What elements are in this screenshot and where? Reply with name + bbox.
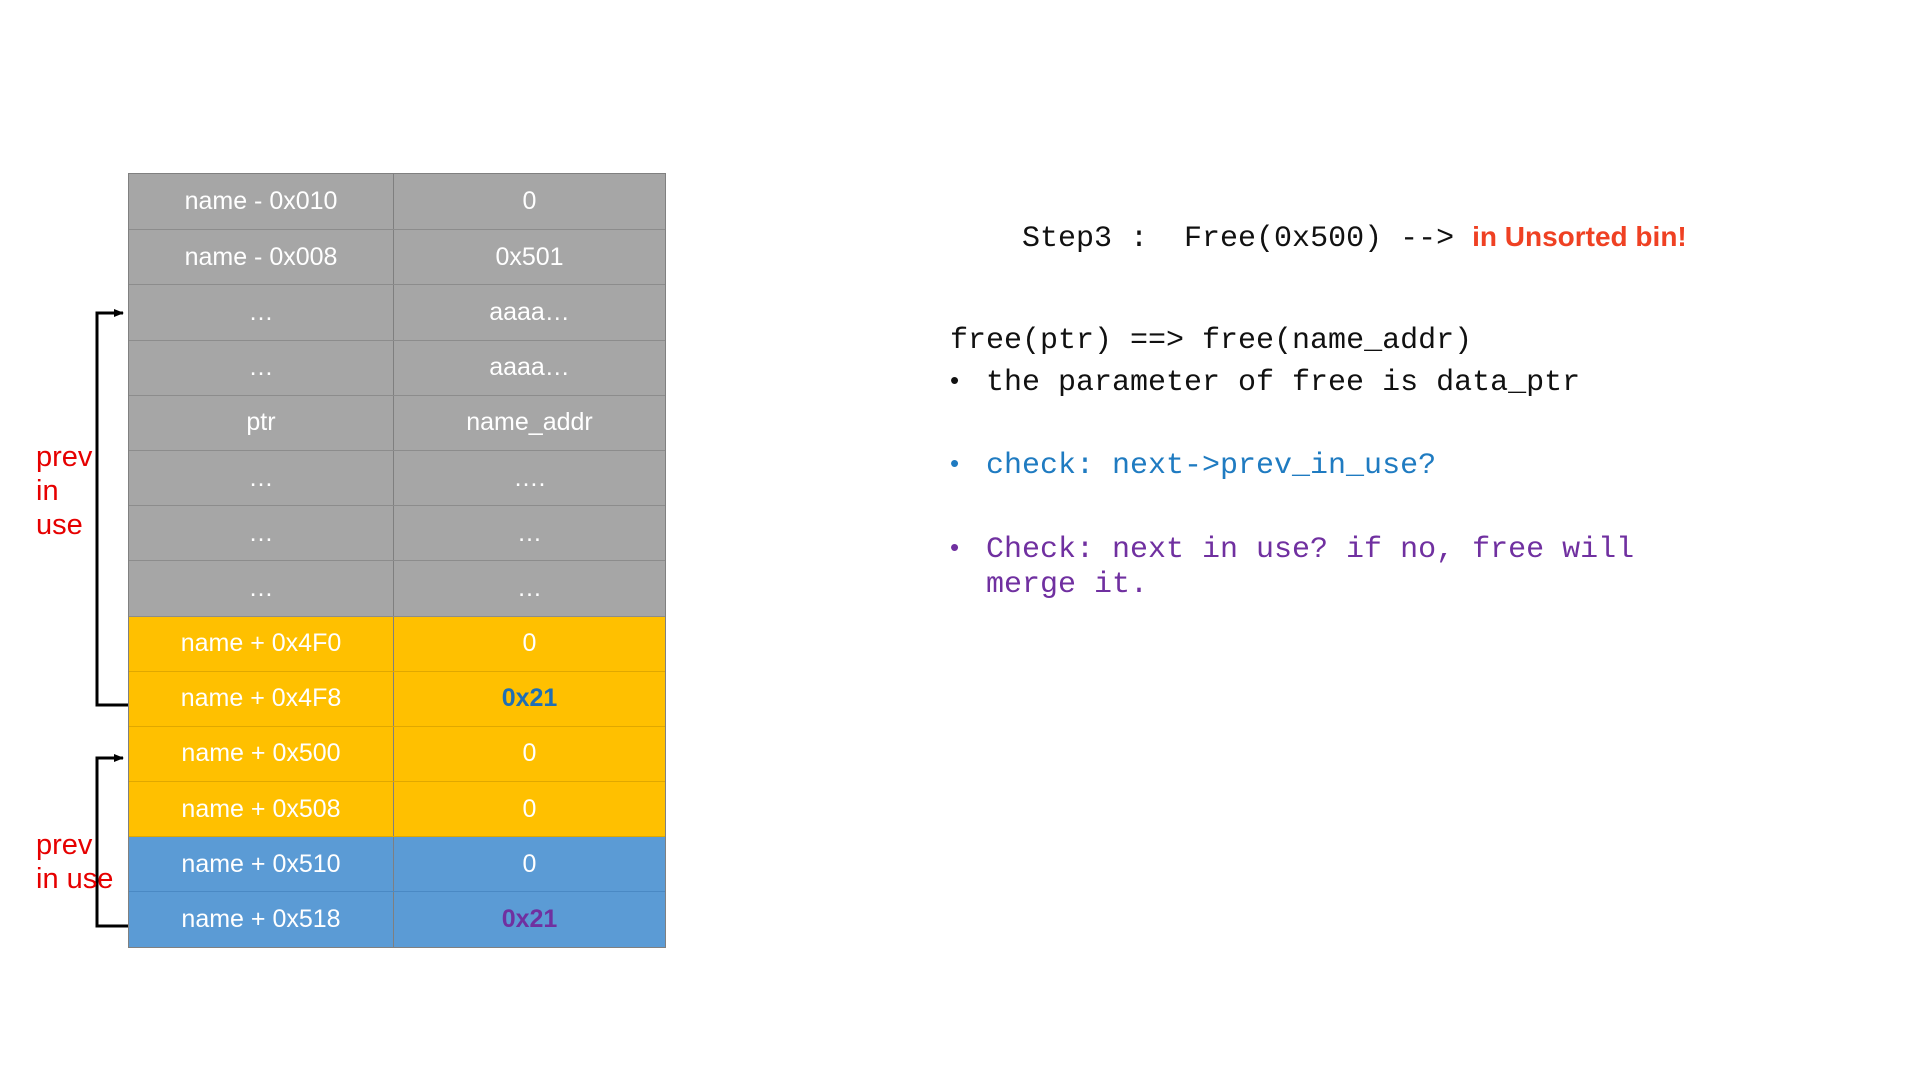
step-heading-text: Step3 : Free(0x500) --> [1022, 222, 1473, 256]
bullet-parameter: • the parameter of free is data_ptr [950, 366, 1850, 401]
cell-value: 0x21 [501, 905, 558, 934]
cell-address: name + 0x518 [129, 892, 394, 947]
table-row: name + 0x508 0 [129, 781, 665, 837]
cell-address: name - 0x010 [129, 174, 394, 230]
table-row: name + 0x500 0 [129, 725, 665, 782]
step-heading: Step3 : Free(0x500) --> in Unsorted bin! [950, 193, 1850, 284]
cell-address: … [129, 506, 394, 561]
table-row: name - 0x010 0 [129, 174, 665, 230]
memory-layout-table: name - 0x010 0 name - 0x008 0x501 … aaaa… … aaa… [128, 173, 666, 948]
table-row: name + 0x4F8 0x21 [129, 670, 665, 726]
table-row: … …. [129, 449, 665, 506]
table-row: name - 0x008 0x501 [129, 229, 665, 285]
prev-in-use-label-2: prev in use [36, 829, 114, 896]
cell-address: name - 0x008 [129, 230, 394, 285]
table-row: … aaaa… [129, 284, 665, 340]
bullet-check-next-text: Check: next in use? if no, free will mer… [986, 532, 1635, 603]
cell-value: … [517, 573, 542, 602]
unsorted-bin-accent: in Unsorted bin! [1472, 221, 1687, 252]
cell-address: name + 0x4F8 [129, 671, 394, 726]
table-row: name + 0x518 0x21 [129, 891, 665, 947]
bullet-check-next-in-use: • Check: next in use? if no, free will m… [950, 533, 1850, 604]
prev-in-use-arrow-1 [95, 309, 128, 707]
cell-value: aaaa… [489, 297, 570, 326]
cell-address: name + 0x510 [129, 837, 394, 892]
bullet-parameter-text: the parameter of free is data_ptr [986, 366, 1581, 400]
bullet-dot-icon: • [950, 448, 960, 479]
cell-value: 0 [522, 849, 537, 878]
free-mapping-line: free(ptr) ==> free(name_addr) [950, 324, 1473, 358]
cell-value: … [517, 518, 542, 547]
cell-value: 0x501 [495, 242, 564, 271]
cell-address: ptr [129, 395, 394, 450]
cell-value: aaaa… [489, 353, 570, 382]
prev-in-use-label-1: prev in use [36, 441, 93, 542]
cell-value: name_addr [466, 408, 593, 437]
cell-address: name + 0x508 [129, 782, 394, 837]
notes-panel: Step3 : Free(0x500) --> in Unsorted bin!… [950, 193, 1850, 604]
cell-address: … [129, 561, 394, 616]
table-row: …… [129, 505, 665, 561]
table-row: ptr name_addr [129, 394, 665, 450]
bullet-dot-icon: • [950, 365, 960, 395]
cell-value: 0x21 [501, 684, 558, 713]
table-row: name + 0x510 0 [129, 836, 665, 892]
table-row: name + 0x4F0 0 [129, 615, 665, 671]
cell-address: … [129, 285, 394, 340]
cell-address: name + 0x500 [129, 726, 394, 782]
cell-value: 0 [522, 794, 537, 823]
cell-address: … [129, 340, 394, 395]
cell-value: 0 [522, 187, 537, 216]
bullet-dot-icon: • [950, 531, 960, 562]
bullet-check-prev-in-use: • check: next->prev_in_use? [950, 449, 1850, 484]
cell-value: …. [513, 463, 546, 492]
cell-value: 0 [522, 739, 537, 768]
cell-value: 0 [522, 629, 537, 658]
table-row: … aaaa… [129, 339, 665, 395]
cell-address: name + 0x4F0 [129, 616, 394, 671]
table-row: …… [129, 560, 665, 616]
bullet-check-prev-text: check: next->prev_in_use? [986, 449, 1437, 484]
cell-address: … [129, 450, 394, 506]
